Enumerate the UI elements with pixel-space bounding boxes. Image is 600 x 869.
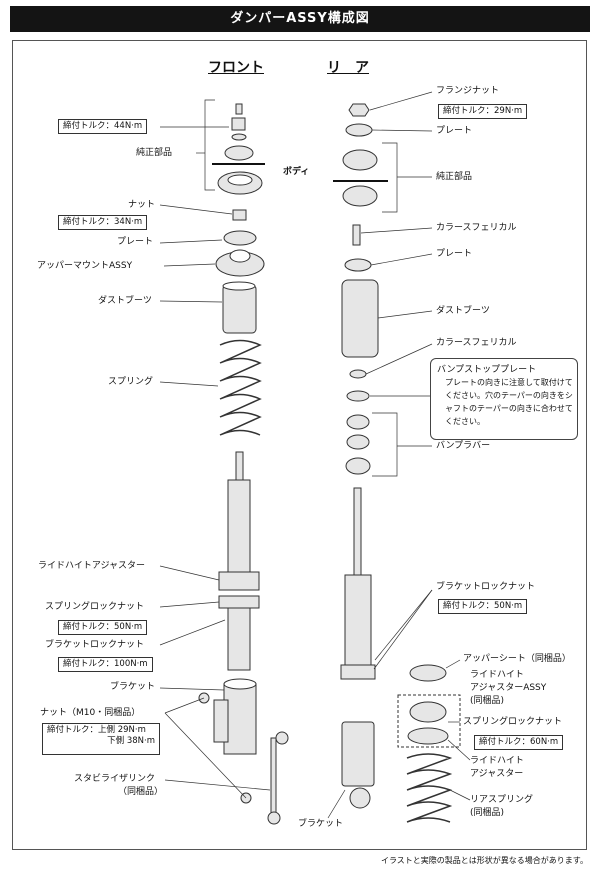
front-nut xyxy=(232,209,247,221)
front-shaft xyxy=(235,451,244,483)
rear-bump-rubber-2 xyxy=(346,434,370,450)
rear-ride-height-adjuster-assy xyxy=(409,701,447,723)
front-top-nut xyxy=(231,117,246,131)
front-header: フロント xyxy=(208,60,264,76)
body-label: ボディ xyxy=(283,167,310,177)
front-plate xyxy=(223,230,257,246)
front-plate-label: プレート xyxy=(117,237,154,247)
front-top-bolt xyxy=(235,103,243,115)
rear-flange-nut xyxy=(348,103,370,117)
rear-rha-label-3: (同梱品) xyxy=(470,696,505,706)
front-shock-body xyxy=(227,479,251,576)
rear-header: リ ア xyxy=(327,60,369,76)
rear-rha-label-1: ライドハイト xyxy=(470,670,524,680)
rear-spring-label-1: リアスプリング xyxy=(470,795,534,805)
stabilizer-link xyxy=(270,737,277,819)
front-dust-boot xyxy=(222,284,257,334)
rear-genuine-upper xyxy=(342,149,378,171)
front-m10-nut-label: ナット（M10・同梱品） xyxy=(40,708,141,718)
bump-stop-title: バンプストッププレート xyxy=(437,365,537,375)
front-spring-lock-nut-label: スプリングロックナット xyxy=(45,602,145,612)
rear-dust-boots-label: ダストブーツ xyxy=(436,306,490,316)
rear-spring xyxy=(406,753,453,823)
rear-bump-stop-plate xyxy=(346,390,370,402)
rear-flange-nut-label: フランジナット xyxy=(436,86,500,96)
front-ride-height-adjuster-label: ライドハイトアジャスター xyxy=(38,561,146,571)
rear-flange-torque: 締付トルク：29N·m xyxy=(438,104,528,119)
bump-stop-callout: バンプストッププレート プレートの向きに注意して取付けてください。穴のテーパーの… xyxy=(430,358,578,440)
front-top-washer xyxy=(231,133,247,141)
rear-bump-rubber-1 xyxy=(346,414,370,430)
front-nut-label: ナット xyxy=(128,200,156,210)
diagram-frame xyxy=(12,40,587,850)
rear-plate-top xyxy=(345,123,373,137)
front-spring xyxy=(219,339,262,436)
bump-stop-text: プレートの向きに注意して取付けてください。穴のテーパーの向きをシャフトのテーパー… xyxy=(445,378,573,426)
rear-collar-spherical-1-label: カラースフェリカル xyxy=(436,223,517,233)
rear-upper-seat-label: アッパーシート（同梱品） xyxy=(463,654,571,664)
front-m10-torque-box: 締付トルク：上側 29N·m 下側 38N·m xyxy=(42,723,160,755)
rear-dust-boot xyxy=(341,279,379,358)
front-m10-torque-lower: 下側 38N·m xyxy=(107,736,155,746)
page-title: ダンパーASSY構成図 xyxy=(10,6,590,32)
front-ride-height-adjuster xyxy=(218,571,260,591)
rear-bracket xyxy=(341,721,375,787)
stabilizer-link-label: スタビライザリンク xyxy=(74,774,156,784)
rear-plate-2 xyxy=(344,258,372,272)
rear-rha-label-2: アジャスターASSY xyxy=(470,683,547,693)
rear-bump-rubber-label: バンプラバー xyxy=(436,441,491,451)
front-dust-boots-label: ダストブーツ xyxy=(98,296,152,306)
rear-spring-lock-nut-label: スプリングロックナット xyxy=(463,717,563,727)
front-spring-lock-nut xyxy=(218,595,260,609)
front-lower-body xyxy=(227,607,251,671)
front-spring-label: スプリング xyxy=(108,377,154,387)
rear-collar-spherical-2-label: カラースフェリカル xyxy=(436,338,517,348)
rear-rh-adj-label-1: ライドハイト xyxy=(470,756,524,766)
front-genuine-parts-label: 純正部品 xyxy=(136,148,173,158)
rear-plate-top-label: プレート xyxy=(436,126,473,136)
stabilizer-link-note: （同梱品） xyxy=(118,787,164,797)
rear-genuine-parts-label: 純正部品 xyxy=(436,172,473,182)
rear-bump-rubber-3 xyxy=(345,457,371,475)
rear-bracket-lock-nut-label: ブラケットロックナット xyxy=(436,582,536,592)
front-bracket xyxy=(223,683,257,755)
front-m10-torque-upper: 締付トルク：上側 29N·m xyxy=(47,725,146,735)
rear-shock-body xyxy=(344,574,372,670)
rear-adjuster-assy-frame xyxy=(397,694,461,748)
rear-spring-label-2: (同梱品) xyxy=(470,808,505,818)
rear-shaft xyxy=(353,487,362,577)
rear-genuine-lower xyxy=(342,185,378,207)
footer-note: イラストと実際の製品とは形状が異なる場合があります。 xyxy=(380,856,588,865)
rear-bracket-lock-nut xyxy=(340,664,376,680)
front-upper-mount-label: アッパーマウントASSY xyxy=(37,261,133,271)
rear-collar-spherical-1 xyxy=(352,224,361,246)
rear-plate-2-label: プレート xyxy=(436,249,473,259)
rear-collar-spherical-2 xyxy=(349,369,367,379)
front-top-torque: 締付トルク：44N·m xyxy=(58,119,148,134)
front-spring-lock-torque: 締付トルク：50N·m xyxy=(58,620,148,635)
rear-bracket-lock-torque: 締付トルク：50N·m xyxy=(438,599,528,614)
rear-rh-adj-label-2: アジャスター xyxy=(470,769,524,779)
front-nut-torque: 締付トルク：34N·m xyxy=(58,215,148,230)
rear-spring-lock-torque: 締付トルク：60N·m xyxy=(474,735,564,750)
rear-bracket-label: ブラケット xyxy=(298,819,344,829)
rear-upper-seat xyxy=(409,664,447,682)
front-bracket-lock-nut-label: ブラケットロックナット xyxy=(45,640,145,650)
front-bracket-lock-torque: 締付トルク：100N·m xyxy=(58,657,153,672)
front-genuine-mount-upper xyxy=(224,145,254,161)
front-bracket-label: ブラケット xyxy=(110,682,156,692)
